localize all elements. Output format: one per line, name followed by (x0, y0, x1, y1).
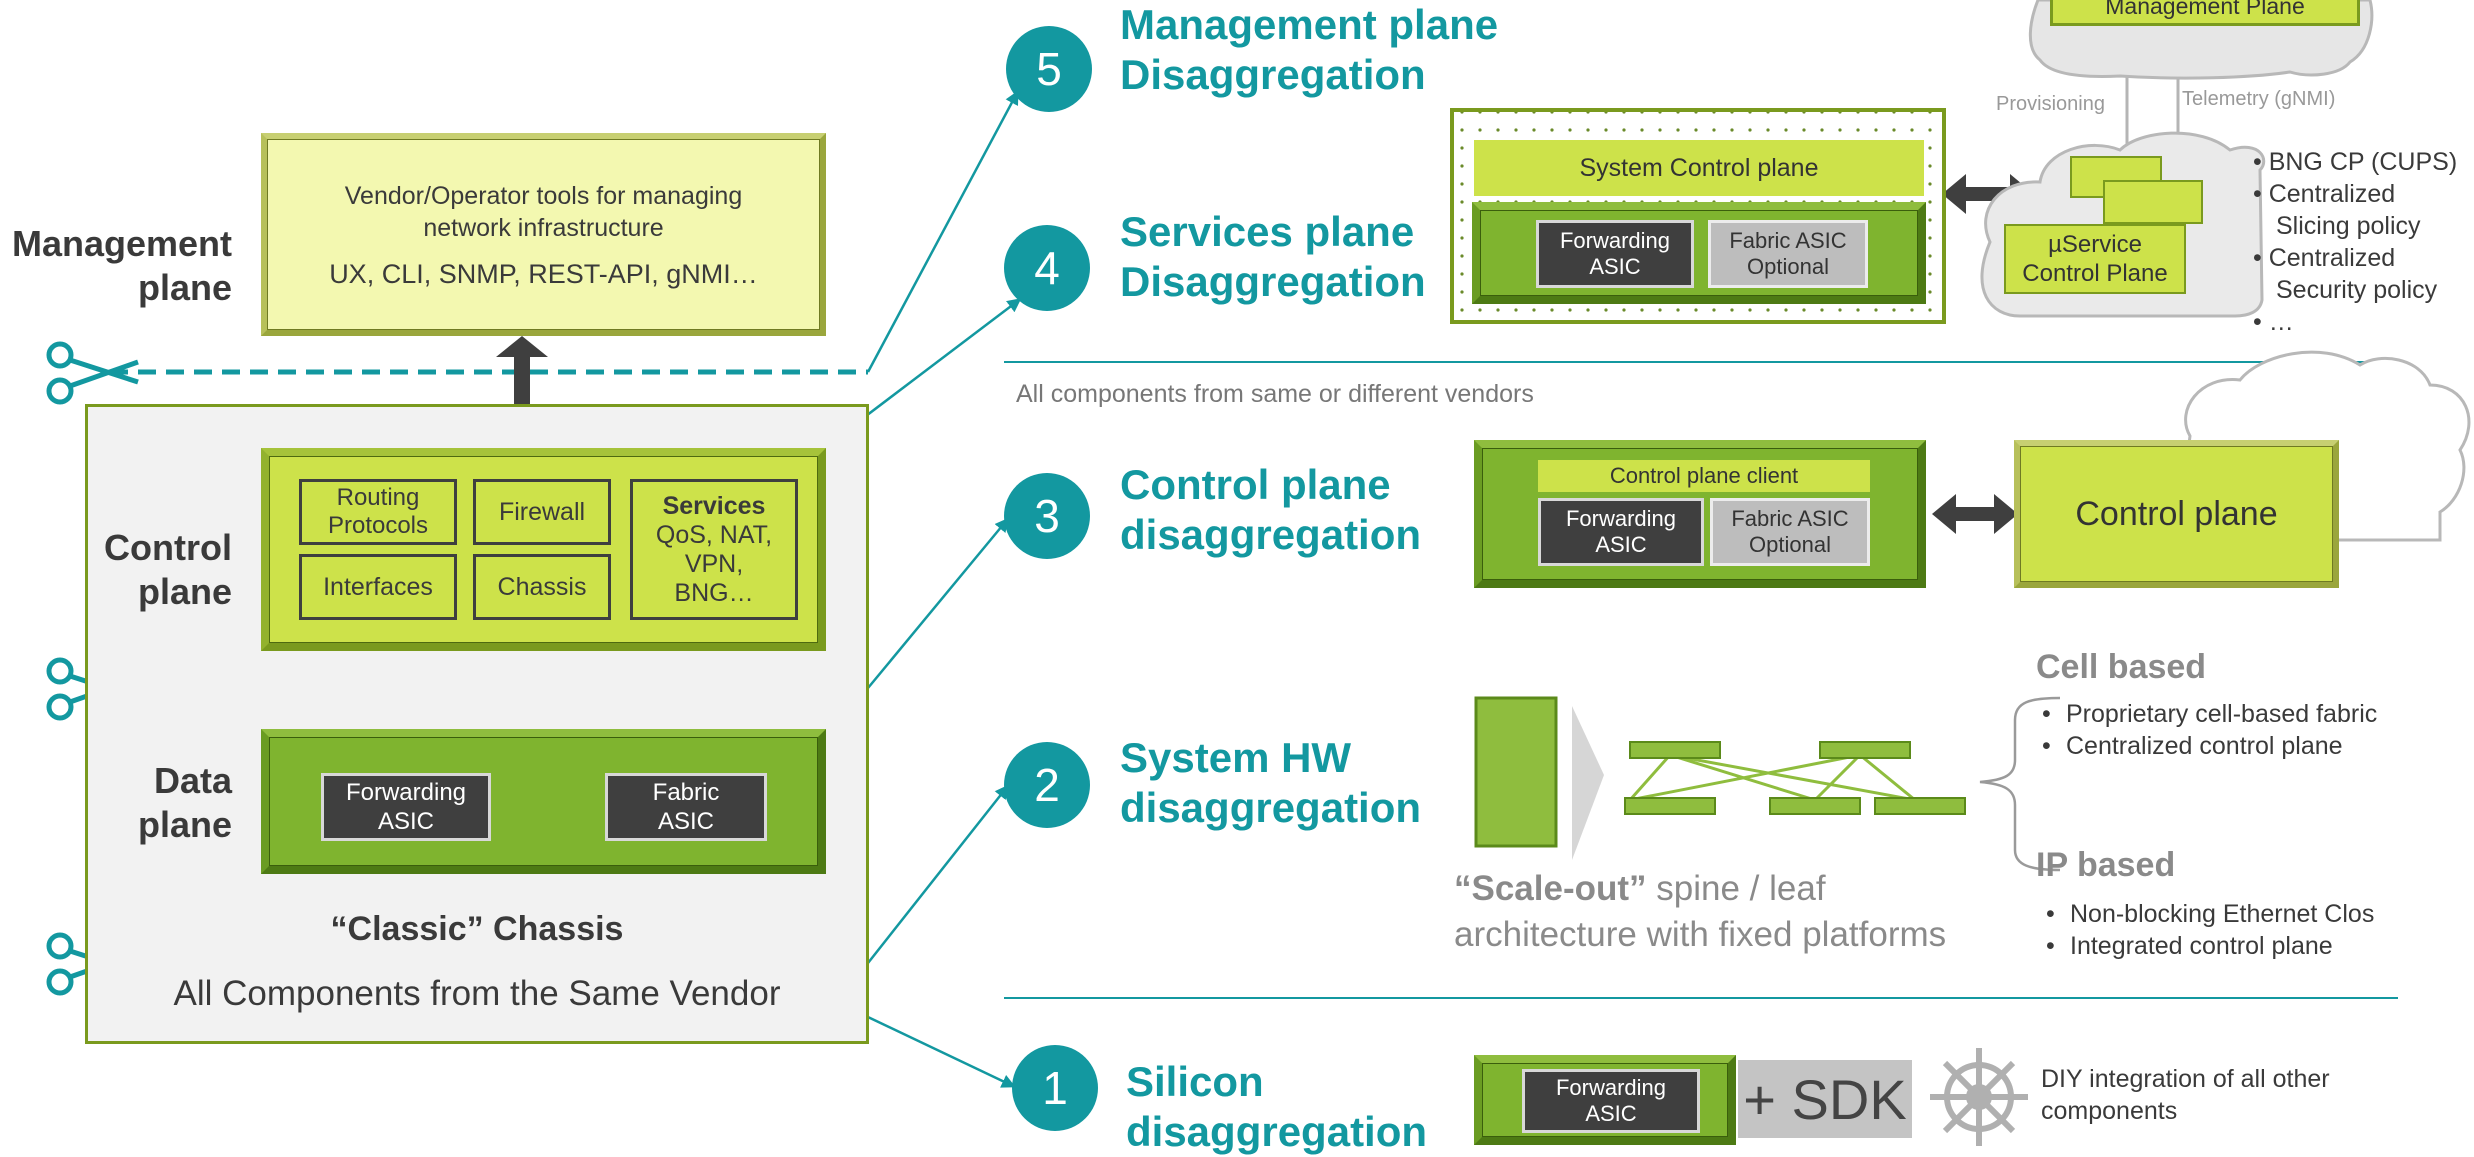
classic-chassis-subtitle: All Components from the Same Vendor (173, 974, 781, 1013)
chassis-cell: Chassis (473, 554, 611, 620)
control-plane-client-bar: Control plane client (1538, 460, 1870, 492)
spine-switch-1 (1629, 741, 1721, 759)
control-double-arrow (1932, 494, 2018, 534)
ip-based-title: IP based (2036, 846, 2176, 884)
arrow-to-2 (867, 784, 1009, 964)
management-tools-box: Vendor/Operator tools for managing netwo… (261, 133, 826, 336)
chevron-icon (1572, 706, 1604, 860)
ip-bullet-2: Integrated control plane (2044, 930, 2374, 962)
arrow-to-5 (866, 90, 1019, 373)
chassis-rack-icon (1474, 696, 1558, 848)
firewall-cell: Firewall (473, 479, 611, 545)
leaf-switch-2 (1769, 797, 1861, 815)
management-plane-cloud-box: Management Plane (2050, 0, 2360, 26)
services-bullet-4: • … (2253, 308, 2294, 336)
level-2-circle: 2 (1004, 742, 1090, 828)
arrow-to-3 (867, 517, 1009, 689)
services-bullets: • BNG CP (CUPS) • Centralized Slicing po… (2253, 146, 2457, 338)
level-1-circle: 1 (1012, 1045, 1098, 1131)
ip-based-bullets: Non-blocking Ethernet Clos Integrated co… (2044, 898, 2374, 962)
services-bullet-1: • BNG CP (CUPS) (2253, 148, 2458, 176)
leaf-switch-3 (1874, 797, 1966, 815)
level-4-circle: 4 (1004, 225, 1090, 311)
cell-based-title: Cell based (2036, 648, 2207, 686)
control-plane-cloud-box: Control plane (2014, 440, 2339, 588)
cell-bullet-1: Proprietary cell-based fabric (2040, 698, 2377, 730)
interfaces-cell: Interfaces (299, 554, 457, 620)
level-5-circle: 5 (1006, 26, 1092, 112)
services-bullet-3b: Security policy (2276, 276, 2438, 304)
telemetry-label: Telemetry (gNMI) (2182, 88, 2336, 110)
cell-based-bullets: Proprietary cell-based fabric Centralize… (2040, 698, 2377, 762)
leaf-switch-1 (1624, 797, 1716, 815)
services-cell: Services QoS, NAT, VPN, BNG… (630, 479, 798, 620)
cell-bullet-2: Centralized control plane (2040, 730, 2377, 762)
level-3-circle: 3 (1004, 473, 1090, 559)
ip-bullet-1: Non-blocking Ethernet Clos (2044, 898, 2374, 930)
provisioning-label: Provisioning (1996, 93, 2105, 115)
services-bullet-3: • Centralized (2253, 244, 2396, 272)
scissors-icon-management (46, 341, 139, 405)
spine-switch-2 (1819, 741, 1911, 759)
separator-note: All components from same or different ve… (1016, 380, 1534, 408)
spine-leaf-diagram (1474, 696, 1966, 860)
system-control-plane-bar: System Control plane (1474, 140, 1924, 196)
services-bullet-2: • Centralized (2253, 180, 2396, 208)
classic-chassis-title: “Classic” Chassis (330, 910, 624, 948)
scale-out-text: “Scale-out” spine / leaf architecture wi… (1454, 869, 1947, 954)
brace (1979, 696, 2061, 872)
services-bullet-2b: Slicing policy (2276, 212, 2421, 240)
helm-icon (1930, 1048, 2028, 1146)
microservice-stack-mid (2103, 180, 2203, 224)
sdk-box: + SDK (1738, 1060, 1912, 1138)
